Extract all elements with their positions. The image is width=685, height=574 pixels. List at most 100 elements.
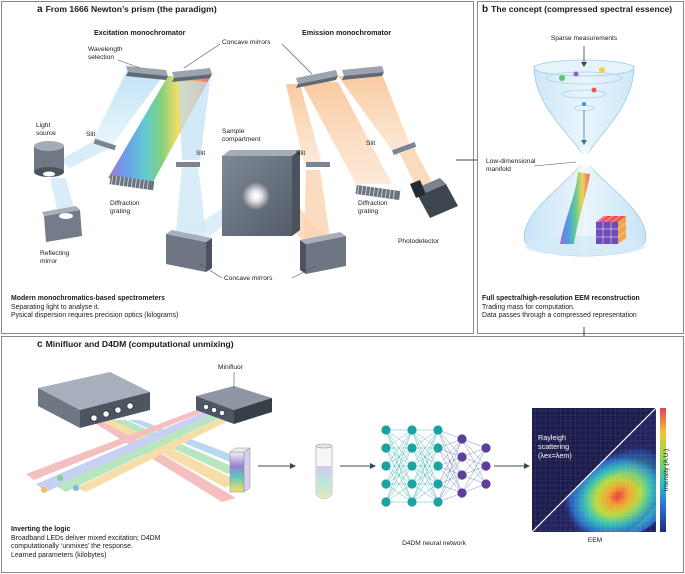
manifold-glow-halo <box>573 148 597 172</box>
label-photodetector: Photodetector <box>398 238 440 245</box>
label-excitation-monochromator: Excitation monochromator <box>94 28 186 37</box>
label-rayleigh-3: (λex=λem) <box>538 451 572 460</box>
label-slit-3: Slit <box>296 150 306 157</box>
arrow-network-to-eem-head <box>524 463 530 469</box>
concave-mirror-bottom-right <box>300 232 346 274</box>
panel-c-caption-heading: Inverting the logic <box>11 526 71 533</box>
network-node <box>381 461 391 471</box>
panel-c-caption: Inverting the logic Broadband LEDs deliv… <box>11 526 160 560</box>
network-edge <box>461 447 487 494</box>
label-slit-4: Slit <box>366 140 376 147</box>
network-node <box>407 425 417 435</box>
label-minifluor: Minifluor <box>218 364 243 371</box>
network-node <box>457 488 467 498</box>
reflecting-mirror-block <box>42 206 82 242</box>
funnel-layer-2 <box>561 89 607 99</box>
panel-b-caption: Full spectra/high-resolution EEM reconst… <box>482 295 640 321</box>
network-edge <box>385 447 413 503</box>
network-node <box>407 479 417 489</box>
concave-bottom-pointer-left <box>199 263 223 279</box>
network-edge <box>385 483 413 503</box>
excitation-mirror-right <box>172 68 212 82</box>
sparse-point-3 <box>591 87 597 93</box>
arrow-cuvette-to-tube-head <box>290 463 296 469</box>
network-edge <box>437 438 463 485</box>
network-edge <box>411 429 439 449</box>
label-emission-monochromator: Emission monochromator <box>302 28 392 37</box>
panel-c-caption-line1: Broadband LEDs deliver mixed excitation;… <box>11 534 161 542</box>
spectral-stream <box>560 172 590 244</box>
panel-a-caption: Modern monochromatics-based spectrometer… <box>11 295 178 321</box>
emission-mirror-left <box>296 70 338 88</box>
excitation-beam-4 <box>178 80 210 160</box>
light-beams <box>26 410 250 502</box>
emission-beam-6 <box>400 148 434 190</box>
label-concave-mirrors-top: Concave mirrors <box>222 39 271 46</box>
panel-b-caption-heading: Full spectra/high-resolution EEM reconst… <box>482 295 640 302</box>
panel-a-caption-line1: Separating light to analyse it. <box>11 303 100 311</box>
label-concave-mirrors-bottom: Concave mirrors <box>224 275 273 282</box>
network-node <box>381 497 391 507</box>
funnel-arrow-head <box>581 140 587 145</box>
network-edge <box>437 438 463 467</box>
label-sparse-measurements: Sparse measurements <box>550 35 618 42</box>
panel-a-caption-line2: Pysical dispersion requires precision op… <box>11 312 179 320</box>
cuvette <box>229 447 251 493</box>
network-edge <box>411 465 439 503</box>
network-node <box>433 497 443 507</box>
sparse-point-4 <box>573 71 579 77</box>
panel-a-title-text: From 1666 Newton’s prism (the paradigm) <box>45 4 217 14</box>
manifold-glow <box>578 153 592 167</box>
excitation-beam-2 <box>60 142 110 168</box>
arrow-tube-to-network-head <box>370 463 376 469</box>
label-intensity-axis: Intensity (A.U.) <box>663 448 671 492</box>
excitation-beam-3 <box>50 178 75 214</box>
panel-c-caption-line3: Learned parameters (kilobytes) <box>11 551 107 559</box>
network-node <box>407 443 417 453</box>
sparse-point-5 <box>582 102 586 106</box>
neural-network <box>381 425 491 507</box>
panel-b-caption-line2: Data passes through a compressed represe… <box>482 312 637 320</box>
minifluor-box <box>196 386 272 424</box>
label-d4dm-network: D4DM neural network <box>402 540 466 547</box>
emission-beam-5 <box>338 74 412 156</box>
network-node <box>381 479 391 489</box>
panel-a-letter: a <box>37 4 43 15</box>
diffraction-grating-1 <box>109 175 155 191</box>
concave-bottom-pointer-right <box>291 265 317 279</box>
network-edge <box>437 438 463 503</box>
network-edge <box>385 429 413 503</box>
slit-2-bar <box>176 162 200 167</box>
label-sample-compartment: Sample compartment <box>222 128 261 143</box>
light-source-lamp <box>34 141 64 177</box>
network-node <box>457 470 467 480</box>
sparse-point-1 <box>559 75 565 81</box>
sparse-point-2 <box>599 67 605 73</box>
network-node <box>433 443 443 453</box>
wavelength-pointer <box>117 59 141 69</box>
emission-beam-2 <box>304 170 330 238</box>
network-edge <box>461 465 487 494</box>
sample-compartment-box <box>222 150 300 236</box>
panel-c-letter: c <box>37 339 43 350</box>
label-low-dimensional-manifold: Low-dimensional manifold <box>486 158 536 173</box>
label-light-source: Light source <box>36 122 56 137</box>
network-edge <box>385 429 413 485</box>
network-edge <box>437 474 463 503</box>
led-dot-1 <box>41 487 47 493</box>
network-node <box>407 497 417 507</box>
network-node <box>457 434 467 444</box>
slit-4-bar <box>392 142 417 155</box>
concave-top-pointer-right <box>281 43 313 75</box>
network-node <box>407 461 417 471</box>
label-reflecting-mirror: Reflecting mirror <box>40 250 70 265</box>
network-node <box>481 443 491 453</box>
network-edge <box>411 429 439 467</box>
network-node <box>381 425 391 435</box>
excitation-beam-5 <box>176 166 206 232</box>
